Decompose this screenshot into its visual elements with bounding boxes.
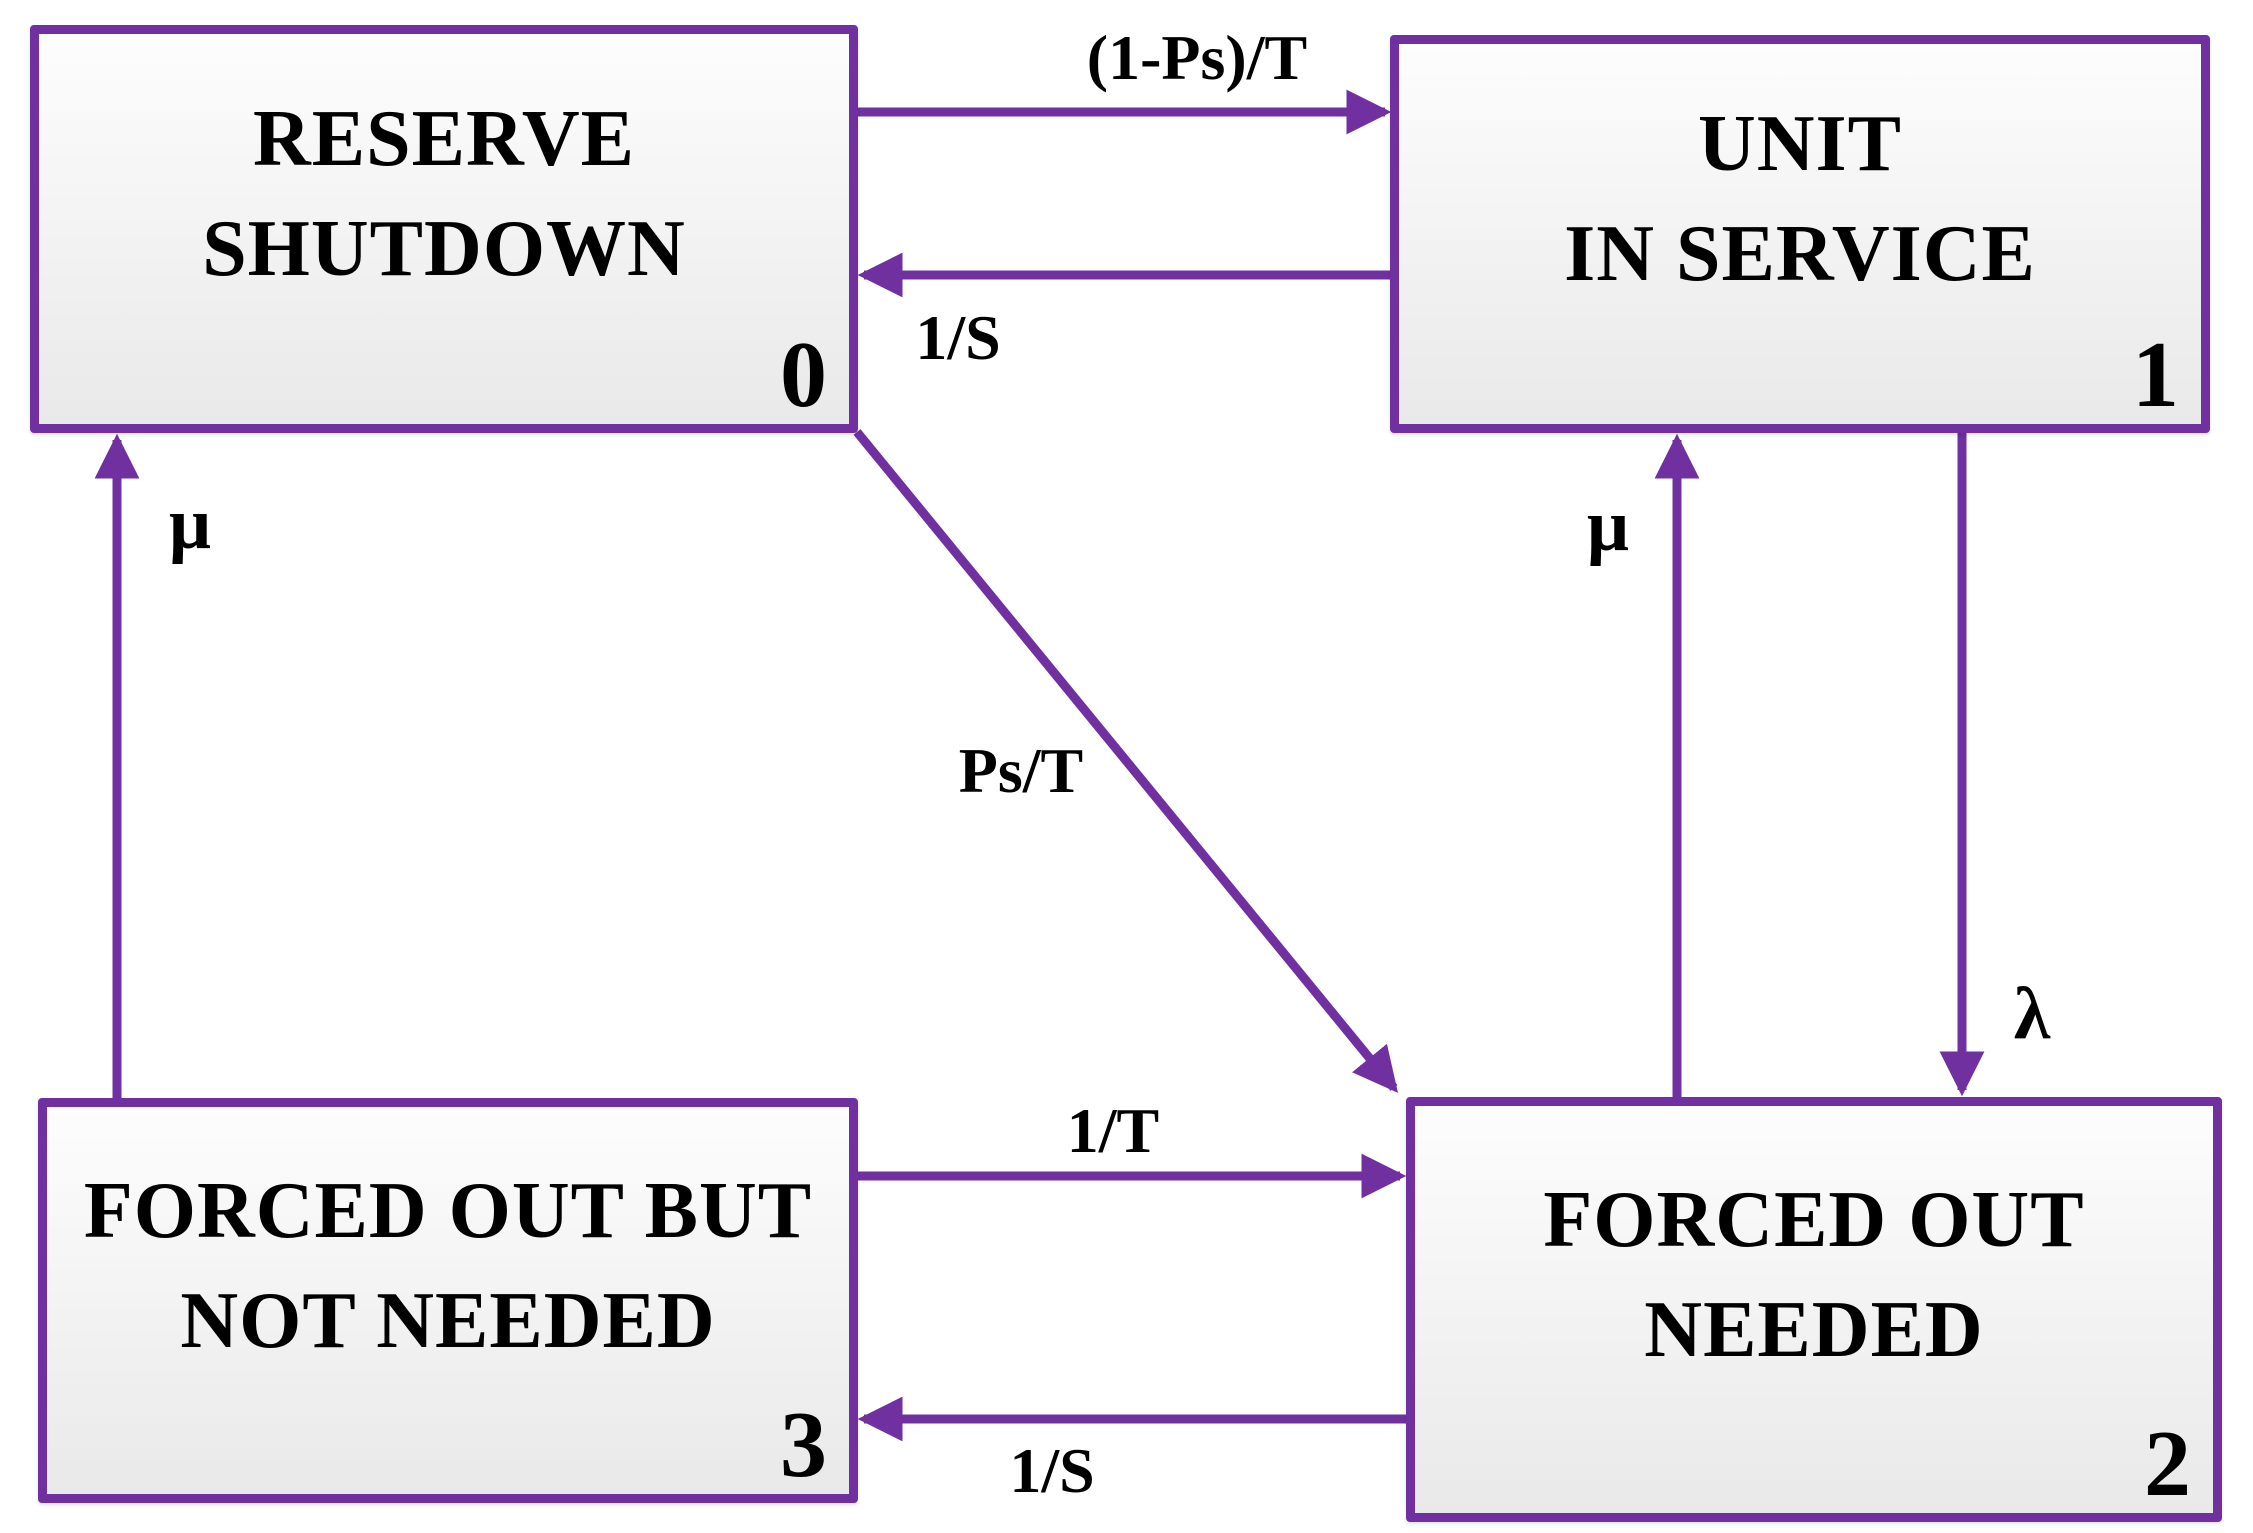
state-title: RESERVE SHUTDOWN [39, 34, 849, 424]
state-number: 0 [780, 323, 827, 427]
transition-label-0-to-2: Ps/T [958, 735, 1084, 806]
state-title: UNIT IN SERVICE [1399, 44, 2201, 424]
state-box-forced-out-but-not-needed: FORCED OUT BUT NOT NEEDED 3 [38, 1098, 858, 1503]
transition-label-3-to-2: 1/T [1066, 1095, 1160, 1166]
transition-label-1-to-2: λ [2013, 973, 2051, 1055]
transition-label-2-to-3: 1/S [1009, 1435, 1095, 1506]
transition-label-3-to-0: μ [169, 483, 211, 565]
transition-label-1-to-0: 1/S [915, 302, 1001, 373]
transition-arrow-0-to-2 [853, 429, 1398, 1093]
state-number: 1 [2132, 323, 2179, 427]
state-title-line: FORCED OUT BUT [83, 1166, 813, 1255]
state-title-line: NOT NEEDED [180, 1276, 716, 1365]
state-title-line: SHUTDOWN [202, 205, 686, 293]
state-box-unit-in-service: UNIT IN SERVICE 1 [1390, 35, 2210, 433]
state-number: 3 [780, 1393, 827, 1497]
state-number: 2 [2144, 1412, 2191, 1516]
state-title: FORCED OUT BUT NOT NEEDED [47, 1107, 849, 1494]
state-title-line: RESERVE [252, 95, 636, 183]
state-title-line: IN SERVICE [1564, 210, 2036, 298]
state-title: FORCED OUT NEEDED [1415, 1106, 2213, 1513]
state-title-line: FORCED OUT [1543, 1175, 2085, 1264]
state-box-reserve-shutdown: RESERVE SHUTDOWN 0 [30, 25, 858, 433]
transition-label-0-to-1: (1-Ps)/T [1086, 22, 1308, 93]
state-box-forced-out-needed: FORCED OUT NEEDED 2 [1406, 1097, 2222, 1522]
state-title-line: NEEDED [1644, 1285, 1984, 1374]
state-title-line: UNIT [1697, 100, 1903, 188]
transition-label-2-to-1: μ [1587, 485, 1629, 567]
